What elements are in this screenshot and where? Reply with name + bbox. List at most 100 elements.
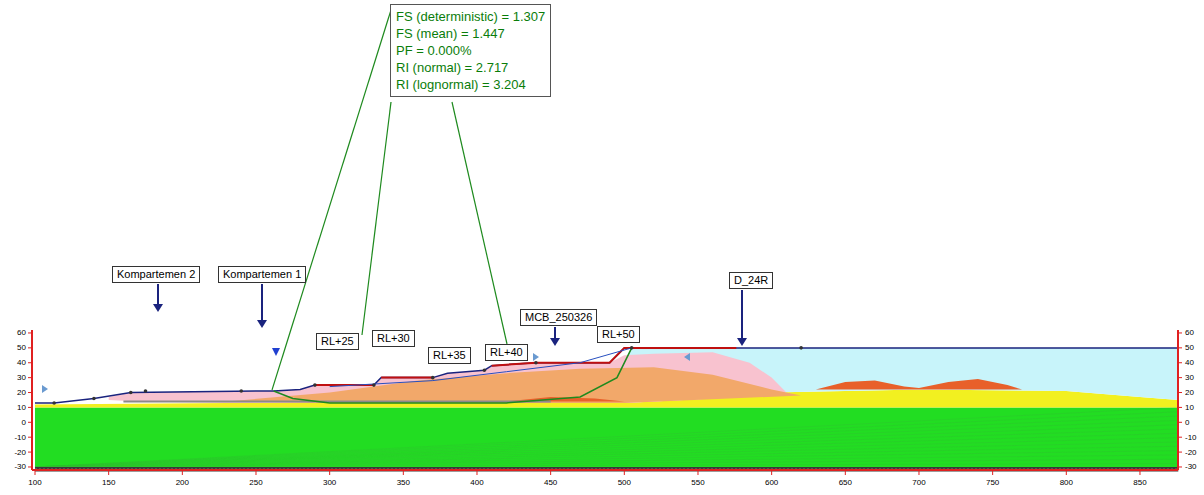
axis-tick: [28, 422, 32, 423]
axis-number: 200: [176, 478, 189, 487]
axis-tick: [28, 466, 32, 467]
axis-tick: [255, 470, 256, 475]
bench-line: [492, 363, 536, 366]
axis-tick: [35, 470, 36, 475]
layer-texture: [35, 429, 1178, 467]
water-marker: [272, 348, 280, 356]
axis-number: 800: [1060, 478, 1073, 487]
axis-tick: [1178, 437, 1182, 438]
pointer-head: [737, 338, 747, 346]
axis-tick: [624, 470, 625, 475]
axis-tick: [845, 470, 846, 475]
pointer-head: [257, 320, 267, 328]
axis-tick: [28, 332, 32, 333]
axis-tick: [1139, 470, 1140, 475]
boundary-marker: [42, 385, 48, 393]
axis-number: -10: [1185, 433, 1197, 442]
pointer-line: [741, 290, 743, 340]
tag-text: RL+35: [433, 349, 466, 362]
vertex-dot: [144, 389, 148, 393]
axis-tick: [28, 437, 32, 438]
boundary-marker: [533, 353, 539, 361]
axis-number: 40: [17, 358, 26, 367]
leader-line: [452, 102, 507, 344]
axis-tick: [1066, 470, 1067, 475]
axis-number: 60: [17, 328, 26, 337]
pointer-line: [157, 284, 159, 306]
axis-tick: [329, 470, 330, 475]
tag-text: Kompartemen 1: [223, 268, 301, 281]
tag-text: RL+25: [321, 335, 354, 348]
layer-texture: [35, 442, 1178, 467]
bench-line: [536, 348, 736, 363]
axis-number: 100: [28, 478, 41, 487]
vertex-dot: [534, 361, 538, 365]
axis-number: -10: [14, 433, 26, 442]
axis-tick: [1178, 392, 1182, 393]
axis-tick: [1178, 332, 1182, 333]
tag-text: RL+40: [490, 346, 523, 359]
vertex-dot: [431, 376, 435, 380]
axis-tick: [1178, 422, 1182, 423]
location-tag: D_24R: [729, 272, 773, 289]
axis-tick: [771, 470, 772, 475]
axis-number: 20: [1185, 388, 1194, 397]
location-tag: Kompartemen 2: [112, 266, 200, 283]
axis-number: 150: [102, 478, 115, 487]
vertex-dot: [92, 397, 96, 401]
axis-number: 450: [544, 478, 557, 487]
axis-tick: [697, 470, 698, 475]
axis-number: 40: [1185, 358, 1194, 367]
axis-number: 350: [397, 478, 410, 487]
axis-number: -20: [1185, 448, 1197, 457]
water-table: [330, 348, 632, 387]
location-tag: RL+40: [485, 344, 528, 361]
axis-tick: [1178, 347, 1182, 348]
result-text: FS (mean) = 1.447: [396, 25, 545, 42]
layer-texture: [35, 407, 1178, 467]
location-tag: RL+35: [428, 347, 471, 364]
axis-number: 0: [22, 418, 26, 427]
axis-tick: [550, 470, 551, 475]
axis-number: 20: [17, 388, 26, 397]
axis-tick: [992, 470, 993, 475]
layer-texture: [35, 451, 1178, 467]
location-tag: RL+30: [372, 330, 415, 347]
axis-tick: [1178, 466, 1182, 467]
slip-surface: [274, 348, 632, 403]
ground-surface: [35, 348, 1178, 403]
axis-number: 50: [17, 343, 26, 352]
layer-texture: [35, 464, 1178, 467]
red-hill: [816, 379, 1022, 389]
axis-number: 0: [1185, 418, 1189, 427]
layer-texture: [35, 446, 1178, 467]
axis-line: [32, 469, 1178, 471]
axis-tick: [28, 392, 32, 393]
result-text: RI (lognormal) = 3.204: [396, 76, 545, 93]
axis-number: 600: [765, 478, 778, 487]
vertex-dot: [129, 391, 133, 395]
axis-tick: [1178, 362, 1182, 363]
axis-tick: [28, 362, 32, 363]
axis-number: 60: [1185, 328, 1194, 337]
bench-line: [381, 377, 433, 379]
axis-number: 400: [470, 478, 483, 487]
axis-tick: [28, 377, 32, 378]
location-tag: Kompartemen 1: [218, 266, 306, 283]
layer-texture: [35, 433, 1178, 467]
pointer-line: [261, 284, 263, 322]
axis-number: 10: [1185, 403, 1194, 412]
axis-tick: [182, 470, 183, 475]
vertex-dot: [483, 368, 487, 372]
axis-number: 30: [17, 373, 26, 382]
axis-number: -20: [14, 448, 26, 457]
pointer-head: [153, 304, 163, 312]
axis-number: -30: [14, 462, 26, 471]
axis-tick: [28, 452, 32, 453]
axis-tick: [1178, 377, 1182, 378]
location-tag: RL+50: [597, 326, 640, 343]
layer-texture: [35, 412, 1178, 467]
axis-number: 30: [1185, 373, 1194, 382]
result-text: RI (normal) = 2.717: [396, 59, 545, 76]
